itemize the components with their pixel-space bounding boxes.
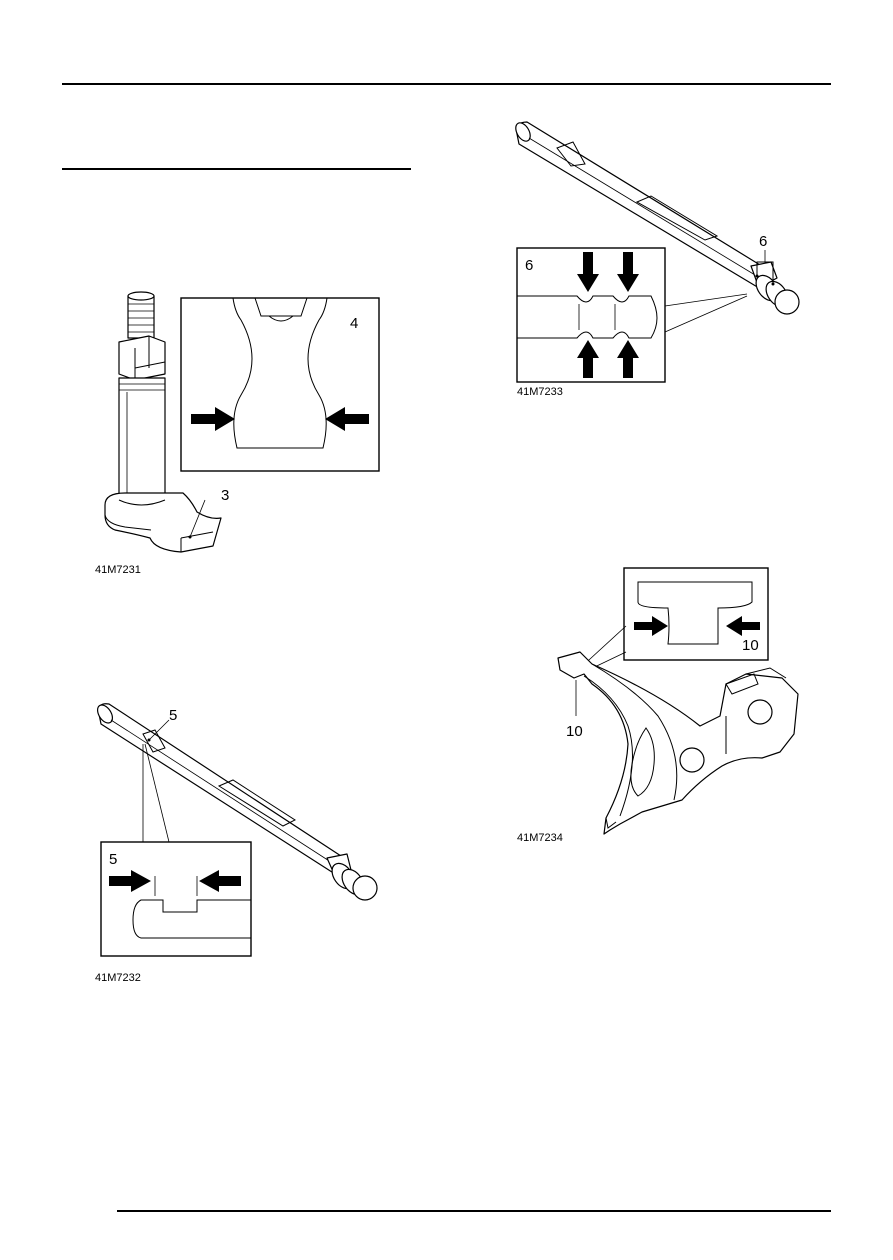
figure-41m7233: 6 6: [515, 121, 800, 383]
figure-caption-41m7234: 41M7234: [517, 832, 563, 844]
shaft-foot: [104, 492, 222, 553]
callout-6-inset: 6: [525, 257, 533, 274]
figure-caption-41m7232: 41M7232: [95, 972, 141, 984]
figure-41m7232: 5 5: [96, 703, 378, 957]
arrow-left-5: [109, 870, 151, 892]
shaft-notched: [96, 703, 378, 901]
shaft-long: [515, 121, 800, 315]
callout-4: 4: [350, 315, 358, 332]
footer-rule: [117, 1210, 831, 1212]
arrow-left-10: [634, 616, 668, 636]
inset-box-10: 10: [623, 567, 769, 661]
inset-box-5: 5: [100, 841, 252, 957]
arrow-down-6a: [577, 252, 599, 292]
callout-10-inset: 10: [742, 637, 759, 654]
arrow-up-6b: [617, 340, 639, 378]
square-block: [118, 335, 166, 381]
callout-6-shaft: 6: [759, 233, 767, 250]
figure-caption-41m7231: 41M7231: [95, 564, 141, 576]
threaded-end: [127, 291, 155, 339]
arrow-down-6b: [617, 252, 639, 292]
figure-41m7234: 10 10: [557, 567, 799, 835]
inset-box-4: 4: [180, 297, 380, 472]
figure-caption-41m7233: 41M7233: [517, 386, 563, 398]
shift-fork: [557, 651, 799, 835]
arrow-right-4: [325, 407, 369, 431]
shaft-body: [118, 377, 166, 509]
figure-41m7231: 3 4: [104, 291, 380, 553]
inset-box-6: 6: [516, 247, 666, 383]
arrow-right-10: [726, 616, 760, 636]
callout-10-fork: 10: [566, 723, 583, 740]
callout-3: 3: [221, 487, 229, 504]
arrow-up-6a: [577, 340, 599, 378]
callout-5-inset: 5: [109, 851, 117, 868]
arrow-left-4: [191, 407, 235, 431]
callout-5-shaft: 5: [169, 707, 177, 724]
arrow-right-5: [199, 870, 241, 892]
section-rule: [62, 168, 411, 170]
header-rule: [62, 83, 831, 85]
